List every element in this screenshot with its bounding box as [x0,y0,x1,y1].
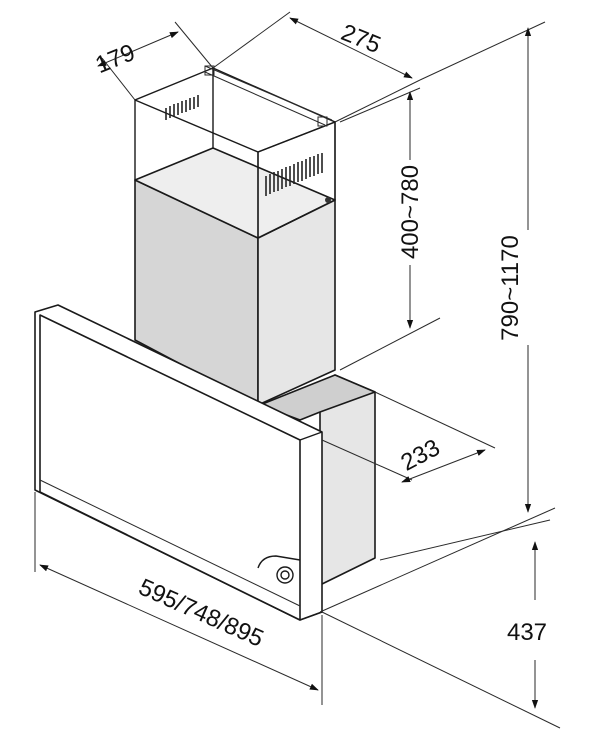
dim-width [34,492,323,705]
dim-label-body-depth: 233 [396,434,444,477]
dim-top-width [212,11,421,123]
chimney-lower [134,147,336,406]
dim-chimney-height [339,87,441,371]
dim-label-body-height: 437 [507,619,547,646]
dim-body-height [319,507,561,729]
dim-label-top-width: 275 [337,19,384,59]
dim-label-overall-height: 790~1170 [497,235,524,341]
dim-body-depth [321,391,496,483]
dim-overall-height [379,21,551,561]
dim-top-depth [97,21,214,101]
vent-slots-left [165,95,199,120]
vent-slots-right [265,153,323,196]
dim-label-chimney-height: 400~780 [397,165,424,259]
dim-label-top-depth: 179 [92,39,139,79]
